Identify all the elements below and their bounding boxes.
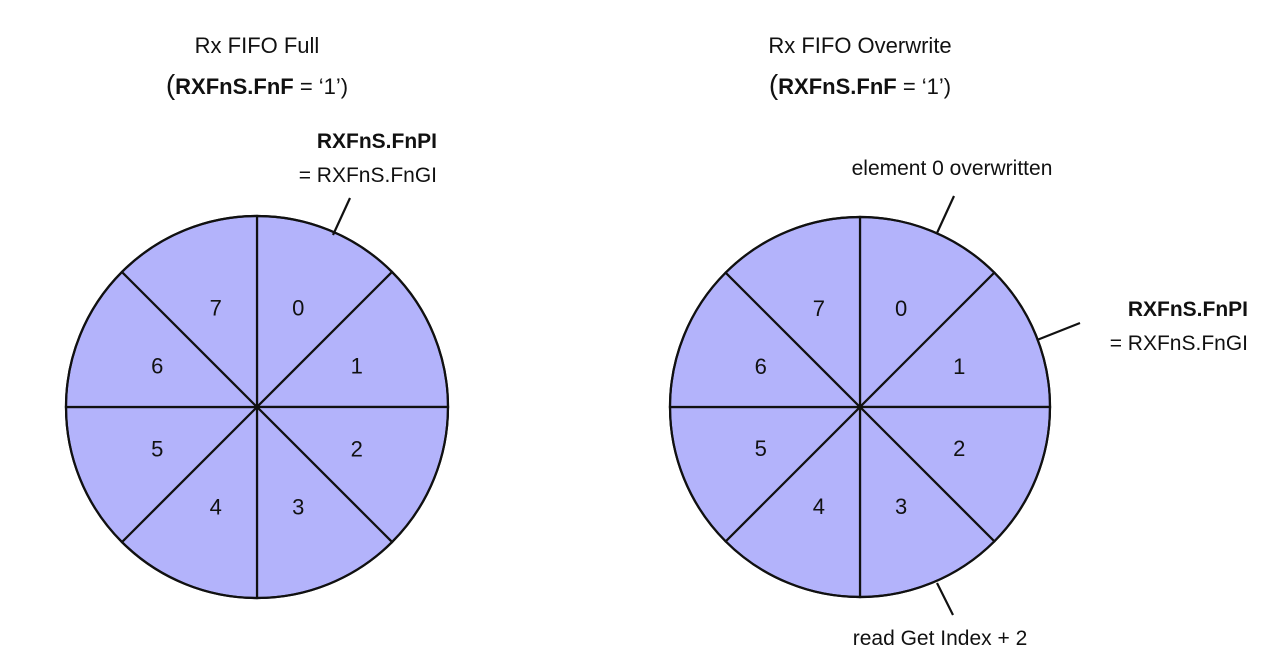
fifo-overwrite-put-index-label: RXFnS.FnPI: [1128, 298, 1248, 321]
fifo-overwrite-segment-label-4: 4: [813, 494, 825, 519]
fifo-full-get-index-label: = RXFnS.FnGI: [299, 164, 437, 187]
fifo-full-condition-value: = ‘1’): [294, 74, 348, 99]
read-get-index-label: read Get Index + 2: [853, 627, 1028, 650]
fifo-overwrite-condition: (RXFnS.FnF = ‘1’): [769, 69, 951, 100]
fifo-full-put-index-label: RXFnS.FnPI: [317, 130, 437, 153]
read-index-leader: [936, 582, 954, 616]
fifo-overwrite-segment-label-3: 3: [895, 494, 907, 519]
fifo-full-segment-label-1: 1: [351, 354, 363, 379]
fifo-full-segment-label-0: 0: [292, 295, 304, 320]
fifo-overwrite-segment-label-7: 7: [813, 296, 825, 321]
fifo-overwrite-ring-outline: [668, 215, 1052, 599]
fifo-full-title: Rx FIFO Full: [195, 33, 320, 58]
fifo-overwrite-title: Rx FIFO Overwrite: [768, 33, 951, 58]
overwritten-leader: [936, 195, 955, 234]
fifo-overwrite-pointer-leader: [1036, 321, 1081, 342]
fifo-overwrite-segment-label-6: 6: [755, 354, 767, 379]
fifo-full-segment-label-2: 2: [351, 436, 363, 461]
fifo-full-condition: (RXFnS.FnF = ‘1’): [166, 69, 348, 100]
fifo-full-segment-label-3: 3: [292, 495, 304, 520]
fifo-overwrite-segment-label-5: 5: [755, 436, 767, 461]
fifo-overwrite-condition-open: (: [769, 69, 779, 100]
fifo-overwrite-segment-label-0: 0: [895, 296, 907, 321]
fifo-overwrite-condition-value: = ‘1’): [897, 74, 951, 99]
fifo-overwrite-segment-label-2: 2: [953, 436, 965, 461]
fifo-full-diagram: Rx FIFO Full (RXFnS.FnF = ‘1’) 01234567 …: [64, 33, 450, 600]
fifo-overwrite-condition-field: RXFnS.FnF: [778, 74, 897, 99]
fifo-full-get-index-text: = RXFnS.FnGI: [299, 164, 437, 187]
fifo-full-pointer-leader: [332, 197, 351, 236]
fifo-full-segment-label-7: 7: [210, 295, 222, 320]
fifo-full-segment-label-4: 4: [210, 495, 222, 520]
fifo-full-segment-label-6: 6: [151, 354, 163, 379]
fifo-full-ring-outline: [64, 214, 450, 600]
fifo-full-ring: 0 1 2 3 4 5 6 7: [64, 214, 450, 600]
fifo-overwrite-ring: 0 1 2 3 4 5 6 7: [668, 215, 1052, 599]
fifo-full-condition-field: RXFnS.FnF: [175, 74, 294, 99]
fifo-overwrite-segment-label-1: 1: [953, 354, 965, 379]
fifo-overwrite-diagram: Rx FIFO Overwrite (RXFnS.FnF = ‘1’) 0 1 2 3…: [668, 33, 1248, 650]
fifo-overwrite-get-index-label: = RXFnS.FnGI: [1110, 332, 1248, 355]
overwritten-element-label: element 0 overwritten: [852, 157, 1053, 180]
fifo-overwrite-get-index-text: = RXFnS.FnGI: [1110, 332, 1248, 355]
fifo-full-segment-label-5: 5: [151, 436, 163, 461]
fifo-full-condition-open: (: [166, 69, 176, 100]
